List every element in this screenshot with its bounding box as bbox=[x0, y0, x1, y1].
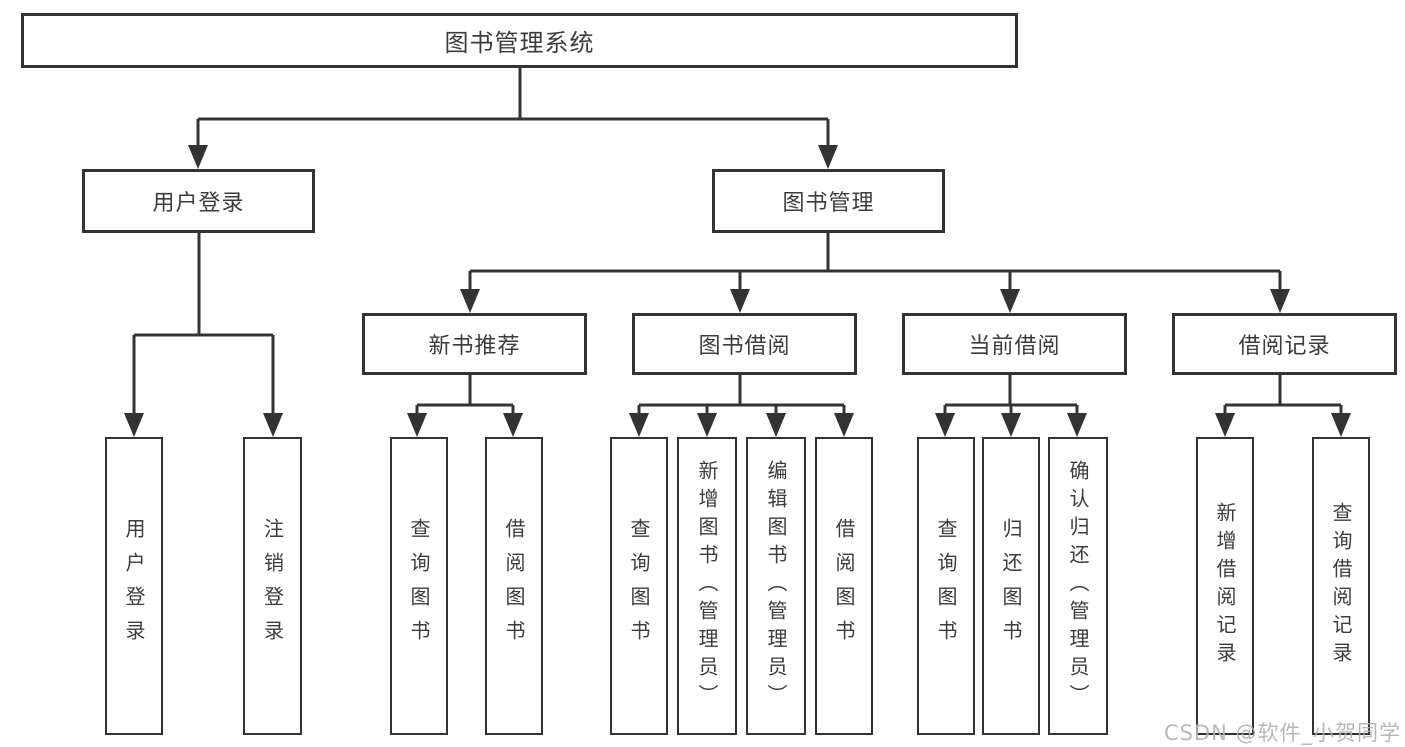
leaf-add-borrow-record: 新增借阅记录 bbox=[1196, 437, 1254, 735]
node-label: 注销登录 bbox=[260, 518, 285, 654]
node-label: 查询图书 bbox=[934, 518, 958, 654]
node-label: 新增借阅记录 bbox=[1213, 502, 1237, 670]
node-new-book-recommendation: 新书推荐 bbox=[362, 313, 587, 375]
node-label: 编辑图书（管理员） bbox=[764, 460, 788, 712]
leaf-add-book-admin: 新增图书（管理员） bbox=[677, 437, 737, 735]
node-label: 图书管理 bbox=[782, 191, 875, 216]
node-label: 当前借阅 bbox=[968, 334, 1061, 359]
leaf-borrow-book: 借阅图书 bbox=[815, 437, 873, 735]
leaf-user-login: 用户登录 bbox=[105, 437, 163, 735]
node-library-management-system: 图书管理系统 bbox=[21, 13, 1018, 68]
node-label: 查询图书 bbox=[627, 518, 651, 654]
node-book-borrowing: 图书借阅 bbox=[632, 313, 857, 375]
leaf-query-book-recommend: 查询图书 bbox=[390, 437, 448, 735]
node-label: 查询借阅记录 bbox=[1329, 502, 1353, 670]
node-label: 新书推荐 bbox=[428, 334, 521, 359]
node-label: 查询图书 bbox=[407, 518, 431, 654]
node-label: 新增图书（管理员） bbox=[695, 460, 719, 712]
node-label: 图书借阅 bbox=[698, 334, 791, 359]
leaf-query-borrow-record: 查询借阅记录 bbox=[1312, 437, 1370, 735]
node-borrowing-records: 借阅记录 bbox=[1172, 313, 1397, 375]
leaf-query-book-borrow: 查询图书 bbox=[610, 437, 668, 735]
node-label: 图书管理系统 bbox=[444, 29, 595, 57]
node-label: 借阅图书 bbox=[502, 518, 526, 654]
node-label: 归还图书 bbox=[999, 518, 1023, 654]
node-label: 用户登录 bbox=[122, 518, 146, 654]
node-current-borrowing: 当前借阅 bbox=[902, 313, 1127, 375]
node-label: 借阅记录 bbox=[1238, 334, 1331, 359]
node-label: 确认归还（管理员） bbox=[1066, 460, 1090, 712]
csdn-watermark: CSDN @软件_小贺同学 bbox=[1163, 721, 1401, 745]
leaf-edit-book-admin: 编辑图书（管理员） bbox=[746, 437, 806, 735]
node-user-login: 用户登录 bbox=[82, 169, 315, 233]
leaf-borrow-book-recommend: 借阅图书 bbox=[485, 437, 543, 735]
leaf-return-book: 归还图书 bbox=[982, 437, 1040, 735]
leaf-query-book-current: 查询图书 bbox=[917, 437, 975, 735]
node-book-management: 图书管理 bbox=[712, 169, 945, 233]
leaf-logout: 注销登录 bbox=[243, 437, 302, 735]
node-label: 借阅图书 bbox=[832, 518, 856, 654]
leaf-confirm-return-admin: 确认归还（管理员） bbox=[1048, 437, 1108, 735]
node-label: 用户登录 bbox=[152, 191, 245, 216]
